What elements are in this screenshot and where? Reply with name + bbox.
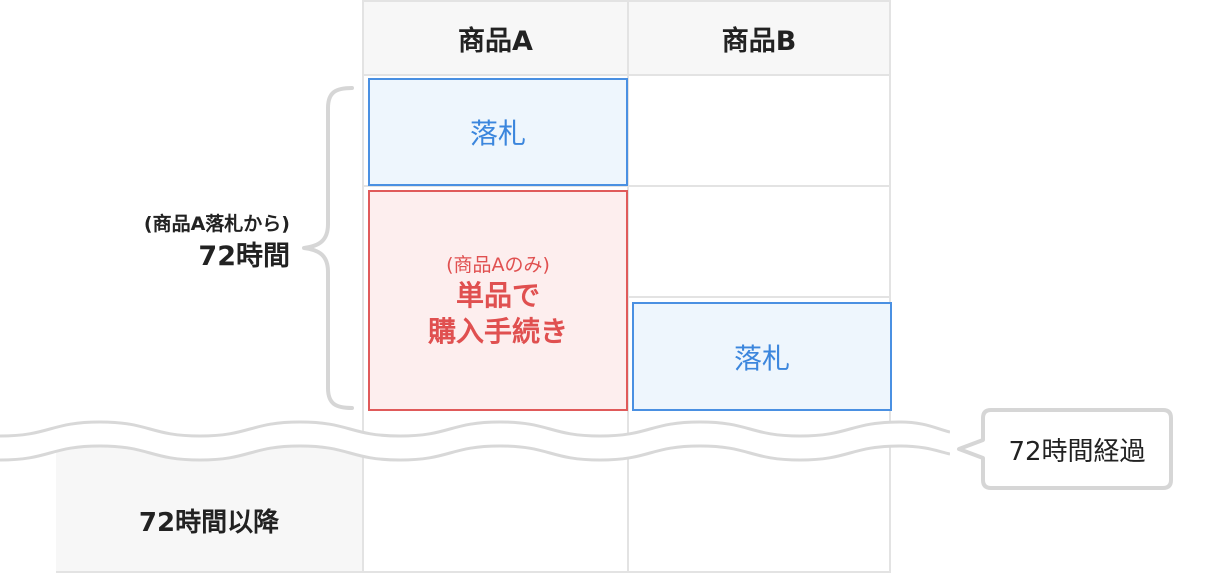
after-row-label-cell	[56, 440, 362, 573]
grid-line-header-bottom	[362, 74, 891, 76]
grid-line-top	[362, 0, 891, 2]
grid-line-row2-bottom	[627, 296, 891, 298]
period-label-sub: (商品A落札から)	[143, 213, 290, 235]
column-header-b-label: 商品B	[721, 25, 797, 57]
after-period-text: 72時間以降	[138, 507, 280, 538]
single-purchase-line1: 単品で	[455, 278, 540, 312]
product-b-bid-label: 落札	[733, 341, 790, 375]
column-header-a-label: 商品A	[458, 25, 533, 57]
grid-line-right	[889, 0, 891, 573]
brace-icon	[302, 86, 354, 410]
column-header-a: 商品A	[364, 2, 627, 74]
product-a-bid-box: 落札	[368, 78, 628, 186]
product-a-single-purchase-box: (商品Aのみ) 単品で 購入手続き	[368, 190, 628, 411]
callout-bubble	[957, 408, 1173, 490]
after-period-label: 72時間以降	[56, 470, 362, 570]
grid-line-left	[362, 0, 364, 573]
product-b-bid-box: 落札	[632, 302, 892, 411]
column-header-b: 商品B	[629, 2, 889, 74]
callout-label: 72時間経過	[985, 412, 1169, 486]
grid-line-row1-bottom	[362, 185, 891, 187]
callout-text: 72時間経過	[1008, 436, 1146, 467]
single-purchase-line2: 購入手続き	[427, 314, 568, 348]
product-a-bid-label: 落札	[469, 117, 526, 150]
period-label-main: 72時間	[198, 241, 290, 272]
time-break-wave	[0, 420, 950, 462]
grid-line-middle	[627, 0, 629, 573]
grid-line-bottom	[56, 571, 891, 573]
period-label: (商品A落札から) 72時間	[144, 210, 290, 276]
product-a-only-note: (商品Aのみ)	[446, 253, 550, 276]
